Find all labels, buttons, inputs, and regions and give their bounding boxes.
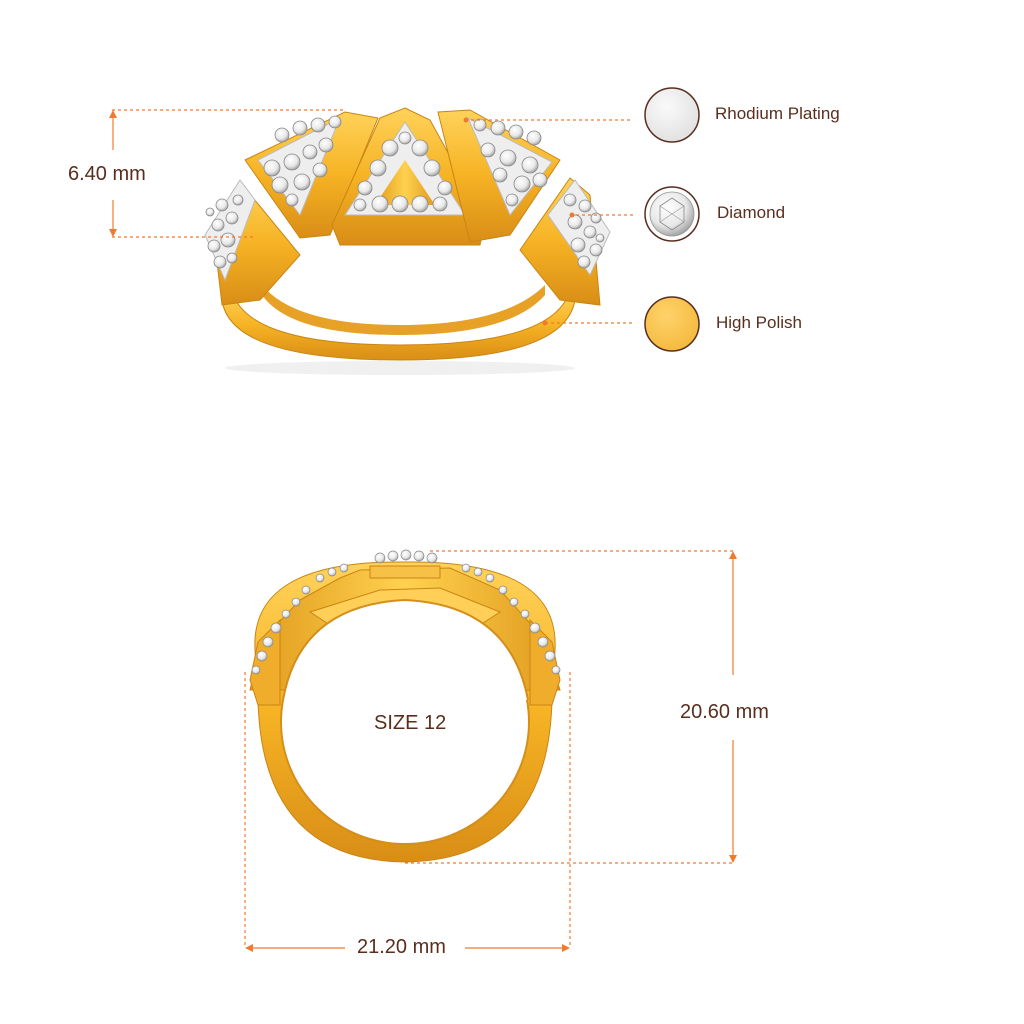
leader-dot-rhodium bbox=[463, 117, 469, 123]
dimension-top-height bbox=[109, 109, 345, 238]
leader-dot-diamond bbox=[569, 212, 575, 218]
diamond-cluster-front bbox=[251, 549, 561, 675]
diamond-cluster-top bbox=[205, 115, 605, 269]
legend-label-polish: High Polish bbox=[716, 313, 802, 332]
dimension-front-width bbox=[244, 672, 571, 952]
width-front-label: 21.20 mm bbox=[357, 936, 446, 958]
rhodium-swatch-icon bbox=[644, 87, 700, 143]
ring-top-view bbox=[204, 107, 611, 375]
ring-front-view bbox=[249, 549, 561, 863]
dimension-front-height bbox=[405, 550, 737, 864]
gold-swatch-icon bbox=[644, 296, 700, 352]
diamond-icon bbox=[644, 186, 700, 242]
height-front-label: 20.60 mm bbox=[680, 701, 769, 723]
leader-dot-polish bbox=[542, 320, 548, 326]
ring-size-label: SIZE 12 bbox=[374, 712, 447, 734]
legend-leaders bbox=[465, 119, 635, 324]
legend-label-rhodium: Rhodium Plating bbox=[715, 104, 840, 123]
legend-label-diamond: Diamond bbox=[717, 203, 786, 222]
height-top-label: 6.40 mm bbox=[68, 163, 146, 185]
